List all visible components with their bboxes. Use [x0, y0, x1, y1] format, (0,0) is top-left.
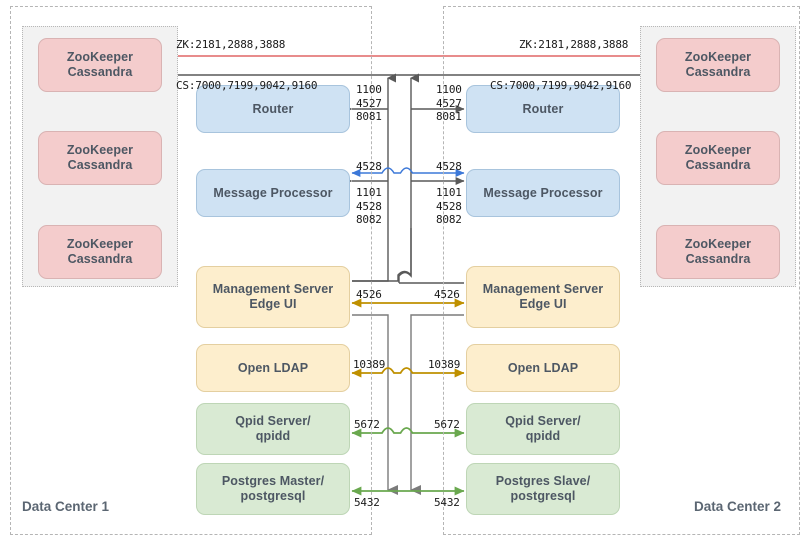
port-label-zookeeper-left: ZK:2181,2888,3888 [176, 38, 286, 51]
port-label-zookeeper-right: ZK:2181,2888,3888 [519, 38, 629, 51]
node-dc2-open-ldap[interactable]: Open LDAP [466, 344, 620, 392]
port-value: 4527 [436, 96, 462, 110]
port-label-qpid-right: 5672 [434, 418, 460, 431]
port-label-ldap-right: 10389 [428, 358, 461, 371]
port-label-mp-down-left: 1101 4528 8082 [356, 186, 382, 227]
port-value: 4527 [356, 96, 382, 110]
port-label-qpid-left: 5672 [354, 418, 380, 431]
port-label-router-right: 1100 4527 8081 [436, 83, 462, 124]
port-value: 4528 [356, 199, 382, 213]
node-label: Postgres Slave/postgresql [495, 474, 591, 503]
node-dc1-open-ldap[interactable]: Open LDAP [196, 344, 350, 392]
port-label-postgres-right: 5432 [434, 496, 460, 509]
port-value: 1100 [356, 83, 382, 96]
port-value: 4528 [436, 199, 462, 213]
node-dc2-postgres-slave[interactable]: Postgres Slave/postgresql [466, 463, 620, 515]
node-label: Message Processor [483, 185, 603, 200]
node-dc2-router[interactable]: Router [466, 85, 620, 133]
node-label: Open LDAP [507, 360, 579, 375]
node-dc1-qpid-server[interactable]: Qpid Server/qpidd [196, 403, 350, 455]
node-label: Router [522, 101, 564, 116]
node-dc2-message-processor[interactable]: Message Processor [466, 169, 620, 217]
node-label: Open LDAP [237, 360, 309, 375]
port-label-router-left: 1100 4527 8081 [356, 83, 382, 124]
node-label: Qpid Server/qpidd [235, 414, 311, 443]
node-label: Postgres Master/postgresql [221, 474, 325, 503]
node-dc1-postgres-master[interactable]: Postgres Master/postgresql [196, 463, 350, 515]
node-dc2-qpid-server[interactable]: Qpid Server/qpidd [466, 403, 620, 455]
port-label-cassandra-left: CS:7000,7199,9042,9160 [176, 79, 318, 92]
port-value: 8082 [436, 213, 462, 226]
datacenter-1-boundary [10, 6, 372, 535]
datacenter-2-boundary [443, 6, 800, 535]
datacenter-2-label: Data Center 2 [694, 499, 782, 514]
port-label-message-processor-right: 4528 [436, 160, 462, 173]
port-value: 8082 [356, 213, 382, 226]
port-label-management-right: 4526 [434, 288, 460, 301]
port-value: 8081 [436, 110, 462, 123]
port-label-message-processor-left: 4528 [356, 160, 382, 173]
port-value: 1101 [436, 186, 462, 199]
node-dc1-message-processor[interactable]: Message Processor [196, 169, 350, 217]
node-label: Message Processor [213, 185, 333, 200]
node-label: Router [252, 101, 294, 116]
port-value: 1100 [436, 83, 462, 96]
port-label-cassandra-right: CS:7000,7199,9042,9160 [490, 79, 632, 92]
datacenter-1-label: Data Center 1 [22, 499, 110, 514]
node-dc1-router[interactable]: Router [196, 85, 350, 133]
port-label-ldap-left: 10389 [353, 358, 386, 371]
port-value: 1101 [356, 186, 382, 199]
port-label-postgres-left: 5432 [354, 496, 380, 509]
port-value: 8081 [356, 110, 382, 123]
node-label: Qpid Server/qpidd [505, 414, 581, 443]
port-label-mp-down-right: 1101 4528 8082 [436, 186, 462, 227]
port-label-management-left: 4526 [356, 288, 382, 301]
